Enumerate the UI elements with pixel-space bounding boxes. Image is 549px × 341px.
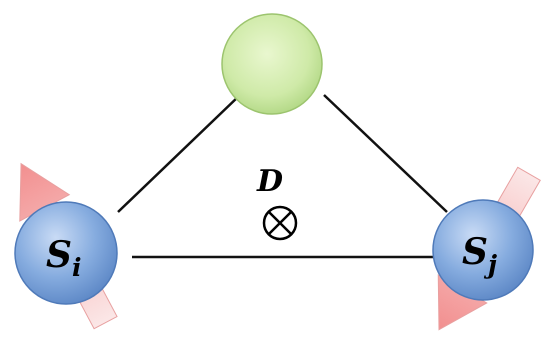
spin-i-symbol: S: [46, 234, 72, 276]
spin-j-label: Sj: [462, 231, 497, 279]
node-top: [221, 13, 323, 115]
spin-i-label: Si: [46, 234, 82, 282]
dm-vector-label: D: [256, 164, 283, 199]
node-spin-j: [432, 199, 534, 301]
spin-j-symbol: S: [462, 231, 488, 273]
triangle-edges: [117, 94, 448, 259]
node-spin-i: [14, 201, 118, 305]
edge-left-top: [117, 94, 241, 213]
spin-i-subscript: i: [72, 253, 82, 282]
into-page-icon: [262, 205, 298, 241]
edge-right-top: [323, 94, 448, 213]
